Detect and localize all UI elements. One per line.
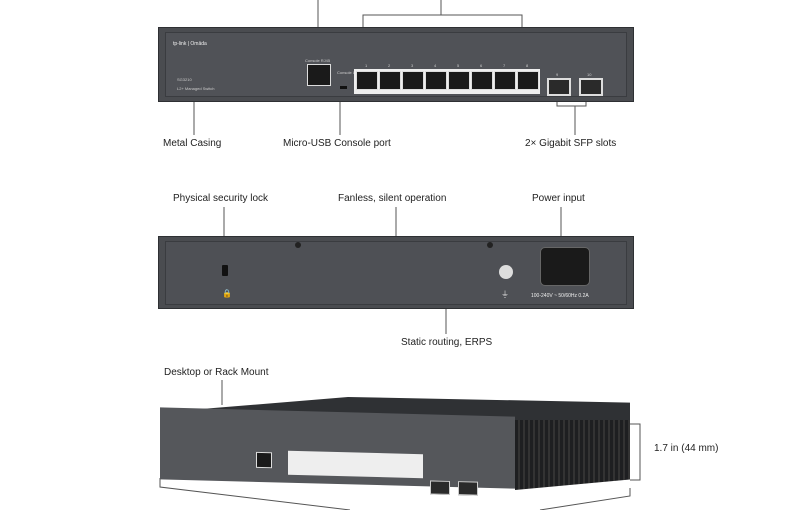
sfp-slot-10[interactable] (579, 78, 603, 96)
port-number: 7 (503, 63, 506, 68)
label-sfp: 2× Gigabit SFP slots (525, 138, 617, 149)
rear-panel: 🔒 ⏚ 100-240V ~ 50/60Hz 0.2A (158, 236, 634, 309)
rj45-port-3[interactable] (402, 71, 424, 90)
security-lock-slot[interactable] (222, 265, 228, 276)
ground-icon: ⏚ (501, 290, 509, 299)
rj45-port-6[interactable] (471, 71, 493, 90)
rj45-port-1[interactable] (356, 71, 378, 90)
port-number: 6 (480, 63, 483, 68)
model-subtitle: L2+ Managed Switch (177, 86, 215, 91)
port-number: 8 (526, 63, 529, 68)
port-number: 9 (556, 72, 559, 77)
screw (487, 242, 493, 248)
console-rj45-port[interactable] (307, 64, 331, 86)
label-power-input: Power input (532, 193, 585, 204)
port-number: 4 (434, 63, 437, 68)
label-fanless: Fanless, silent operation (338, 193, 447, 204)
rj45-port-2[interactable] (379, 71, 401, 90)
label-height: 1.7 in (44 mm) (654, 443, 719, 454)
ground-screw (499, 265, 513, 279)
power-rating: 100-240V ~ 50/60Hz 0.2A (531, 293, 589, 299)
label-metal-casing: Metal Casing (163, 138, 222, 149)
port-number: 5 (457, 63, 460, 68)
label-security-lock: Physical security lock (173, 193, 269, 204)
console-usb-port[interactable] (340, 86, 347, 89)
label-static-routing: Static routing, ERPS (401, 337, 493, 348)
front-panel: tp-link | Omāda SG3210 L2+ Managed Switc… (158, 27, 634, 102)
label-desktop-rack: Desktop or Rack Mount (164, 367, 269, 378)
rj45-port-4[interactable] (425, 71, 447, 90)
brand-logo: tp-link | Omāda (173, 41, 207, 47)
screw (295, 242, 301, 248)
sfp-slot-9[interactable] (547, 78, 571, 96)
rj45-port-7[interactable] (494, 71, 516, 90)
port-number: 1 (365, 63, 368, 68)
lock-icon: 🔒 (222, 289, 232, 298)
console-usb-label: Console USB (337, 70, 362, 75)
port-number: 2 (388, 63, 391, 68)
rj45-port-8[interactable] (517, 71, 539, 90)
rj45-port-5[interactable] (448, 71, 470, 90)
power-socket[interactable] (540, 247, 590, 286)
port-number: 3 (411, 63, 414, 68)
switch-front-iso (160, 407, 515, 496)
model-name: SG3210 (177, 77, 192, 82)
port-number: 10 (587, 72, 592, 77)
switch-side-vents (515, 420, 630, 490)
console-rj45-label: Console RJ45 (305, 58, 331, 63)
label-micro-usb: Micro-USB Console port (283, 138, 391, 149)
